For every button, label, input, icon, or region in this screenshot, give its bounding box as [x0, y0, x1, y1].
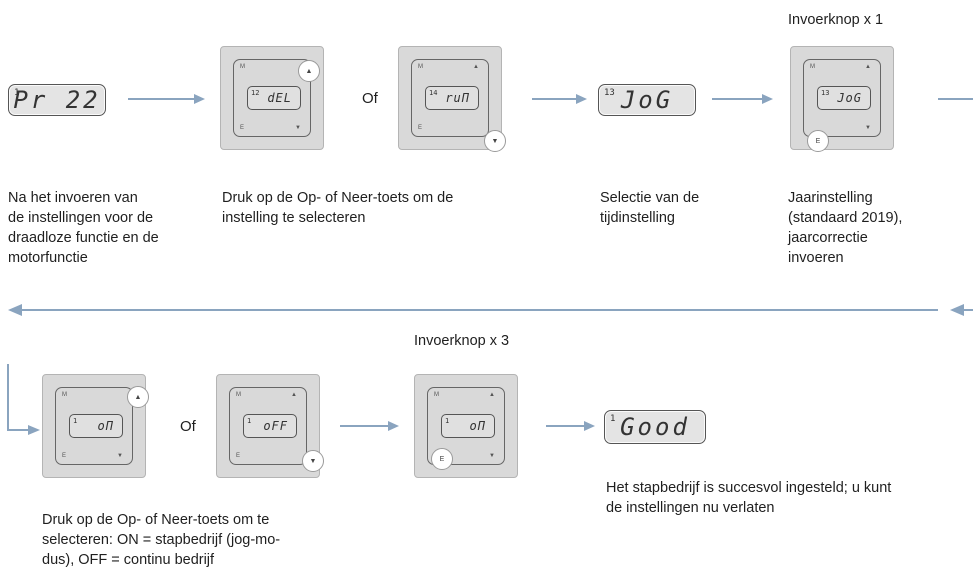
enter-key-icon: E [815, 137, 821, 145]
step-header: Invoerknop x 3 [414, 333, 510, 349]
device-frame: M ▲ ▼ 13 JoG [803, 59, 881, 137]
screen-index: 14 [429, 89, 438, 97]
device-on: M E ▼ 1 oП ▲ [42, 374, 149, 478]
up-arrow-icon: ▲ [305, 67, 313, 75]
e-key-label: E [62, 453, 67, 459]
m-key-label: M [236, 392, 241, 398]
device-del: M E ▼ 12 dEL ▲ [220, 46, 324, 150]
screen-index: 1 [445, 417, 450, 425]
screen-text: JoG [837, 91, 862, 105]
up-key-label: ▲ [865, 64, 871, 70]
down-button-highlight: ▼ [484, 130, 506, 152]
down-arrow-icon: ▼ [309, 457, 317, 465]
lcd-text: JoG [620, 86, 674, 114]
device-screen: 1 oП [69, 414, 123, 438]
down-key-label: ▼ [295, 125, 301, 131]
m-key-label: M [810, 64, 815, 70]
device-screen: 1 oП [441, 414, 495, 438]
m-key-label: M [240, 64, 245, 70]
caption-step-5: Druk op de Op- of Neer-toets om te selec… [42, 512, 281, 568]
m-key-label: M [418, 64, 423, 70]
arrow-right [532, 94, 587, 104]
down-key-label: ▼ [117, 453, 123, 459]
return-arrow-left [8, 304, 973, 316]
down-button-highlight: ▼ [302, 450, 324, 472]
up-key-label: ▲ [489, 392, 495, 398]
entry-arrow [7, 364, 40, 435]
caption-step-6: Het stapbedrijf is succesvol ingesteld; … [606, 480, 892, 516]
arrow-right [546, 421, 595, 431]
down-arrow-icon: ▼ [491, 137, 499, 145]
arrow-right [340, 421, 399, 431]
e-key-label: E [236, 453, 241, 459]
e-key-label: E [418, 125, 423, 131]
up-button-highlight: ▲ [298, 60, 320, 82]
device-on-confirm: M ▲ ▼ 1 oП E [414, 374, 518, 478]
device-frame: M E ▲ 1 oFF [229, 387, 307, 465]
up-arrow-icon: ▲ [134, 393, 142, 401]
e-key-label: E [240, 125, 245, 131]
caption-step-4: Jaarinstelling (standaard 2019), jaarcor… [788, 190, 903, 266]
step-header: Invoerknop x 1 [788, 12, 884, 28]
screen-text: dEL [267, 91, 292, 105]
screen-text: oП [97, 419, 114, 433]
device-frame: M E ▲ 14 ruП [411, 59, 489, 137]
m-key-label: M [62, 392, 67, 398]
device-frame: M E ▼ 12 dEL [233, 59, 311, 137]
screen-index: 13 [821, 89, 830, 97]
device-screen: 1 oFF [243, 414, 297, 438]
screen-index: 1 [73, 417, 78, 425]
enter-button-highlight: E [431, 448, 453, 470]
device-frame: M E ▼ 1 oП [55, 387, 133, 465]
m-key-label: M [434, 392, 439, 398]
device-off: M E ▲ 1 oFF ▼ [216, 374, 324, 478]
device-screen: 14 ruП [425, 86, 479, 110]
arrow-right [128, 94, 205, 104]
up-button-highlight: ▲ [127, 386, 149, 408]
up-key-label: ▲ [291, 392, 297, 398]
screen-text: ruП [445, 91, 470, 105]
screen-index: 1 [247, 417, 252, 425]
lcd-text: Pr 22 [13, 86, 101, 114]
caption-step-3: Selectie van de tijdinstelling [600, 190, 700, 226]
lcd-index: 13 [604, 88, 615, 98]
arrow-right [938, 98, 973, 100]
device-jog: M ▲ ▼ 13 JoG E [790, 46, 894, 152]
caption-step-2: Druk op de Op- of Neer-toets om de inste… [222, 190, 454, 226]
up-key-label: ▲ [473, 64, 479, 70]
device-run: M E ▲ 14 ruП ▼ [398, 46, 506, 152]
screen-text: oП [469, 419, 486, 433]
enter-button-highlight: E [807, 130, 829, 152]
screen-text: oFF [263, 419, 288, 433]
or-label: Of [180, 418, 196, 435]
lcd-display-pr22: 1 Pr 22 [8, 84, 106, 116]
enter-key-icon: E [439, 455, 445, 463]
lcd-display-jog: 13 JoG [598, 84, 696, 116]
device-screen: 12 dEL [247, 86, 301, 110]
lcd-text: Good [620, 413, 690, 441]
arrow-right [712, 94, 773, 104]
or-label: Of [362, 90, 378, 107]
caption-step-1: Na het invoeren van de instellingen voor… [8, 190, 159, 266]
lcd-index: 1 [610, 414, 616, 424]
screen-index: 12 [251, 89, 260, 97]
down-key-label: ▼ [865, 125, 871, 131]
lcd-display-good: 1 Good [604, 410, 706, 444]
down-key-label: ▼ [489, 453, 495, 459]
lcd-index: 1 [14, 88, 20, 98]
device-screen: 13 JoG [817, 86, 871, 110]
